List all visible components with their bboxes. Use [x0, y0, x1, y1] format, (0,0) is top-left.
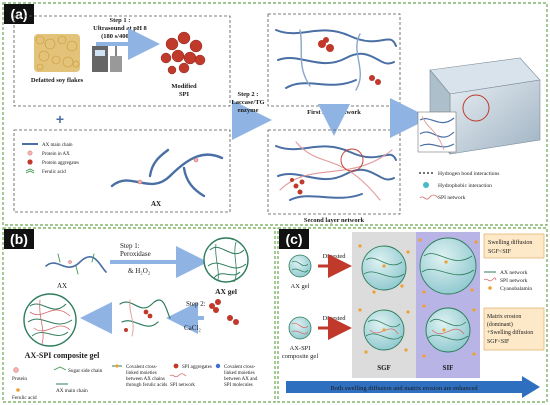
c-bottom-arrow-text: Both swelling diffusion and matrix erosi…	[330, 385, 478, 392]
b-legend-sugar: Sugar side chain	[68, 368, 103, 374]
first-layer-network-drawing	[275, 29, 397, 91]
c-note2-line1: Matrix erosion	[487, 314, 521, 320]
b-step1-title: Step 1:	[120, 242, 140, 250]
c-composite-label-2: composite gel	[282, 353, 318, 360]
panel-c-label: (c)	[285, 231, 302, 247]
c-ax-gel-sgf	[361, 245, 407, 291]
b-legend-covalent-ax-2: linked moieties	[126, 371, 157, 376]
b-ax-gel-ball	[203, 237, 249, 283]
soy-flakes-image	[34, 34, 80, 72]
first-layer-label: First layer network	[307, 109, 361, 116]
c-composite-label-1: AX-SPI	[290, 345, 311, 352]
b-legend-spi-agg: SPI aggregates	[182, 365, 212, 370]
ax-legend-3: Protein aggregates	[42, 161, 79, 166]
modified-spi-label-1: Modified	[171, 83, 197, 90]
c-composite-small	[288, 316, 312, 340]
c-cyano-dots-2	[358, 304, 476, 358]
c-legend-3: Cyanobalamin	[500, 286, 532, 292]
b-composite-label: AX-SPI composite gel	[25, 351, 100, 360]
b-composite-gel-ball	[23, 293, 77, 347]
b-legend-covalent-spi-4: SPI molecules	[224, 383, 253, 388]
step2-title: Step 2 :	[238, 91, 259, 98]
c-note1-line2: SGF<SIF	[488, 249, 512, 255]
c-cyano-dots-1	[358, 238, 478, 294]
step1-box	[13, 15, 231, 107]
c-note-swelling	[483, 233, 545, 259]
step1-method: Ultrasound at pH 8	[93, 25, 147, 32]
c-digested-2: Digested	[322, 315, 346, 322]
gel-block-image	[417, 57, 541, 155]
ax-label: AX	[151, 200, 161, 208]
panel-a-label: (a)	[10, 6, 27, 22]
c-legend: AX network SPI network Cyanobalamin	[483, 270, 532, 292]
ax-legend-1: AX main chain	[42, 143, 73, 148]
b-ax-gel-label: AX gel	[215, 287, 237, 296]
soy-flakes-label: Defatted soy flakes	[31, 77, 84, 84]
interaction-legend-2: Hydrophobic interaction	[438, 183, 492, 189]
c-legend-1: AX network	[500, 270, 528, 276]
b-legend-spi-net: SPI network	[170, 383, 195, 388]
b-legend-covalent-spi-3: between AX and	[224, 377, 258, 382]
step2-enzyme-2: enzyme	[238, 107, 259, 114]
c-digested-1: Digested	[322, 253, 346, 260]
c-sif-label: SIF	[443, 364, 454, 372]
ax-chain-drawing	[110, 148, 224, 198]
second-layer-box	[267, 129, 401, 215]
b-step1-reagent: & H₂O₂	[128, 267, 151, 275]
ax-legend-4: Ferulic acid	[42, 170, 66, 175]
ax-legend: AX main chain Protein in AX Protein aggr…	[22, 143, 79, 175]
b-legend-protein: Protein	[12, 376, 27, 382]
second-layer-label: Second layer network	[304, 217, 365, 224]
b-ax-chain-drawing	[45, 253, 107, 275]
b-ax-label: AX	[57, 282, 67, 290]
step2-enzyme: Laccase/TG	[231, 99, 264, 106]
modified-spi-cluster	[160, 31, 206, 75]
c-note1-line1: Swelling diffusion	[488, 239, 532, 246]
panel-b-label-bg	[4, 229, 34, 249]
c-sgf-label: SGF	[377, 364, 391, 372]
c-ax-gel-sif	[419, 237, 477, 295]
c-ax-gel-small	[288, 254, 312, 278]
c-bottom-arrow	[286, 376, 540, 398]
plus-sign: +	[56, 111, 64, 127]
step1-params: (180 s/400 W)	[101, 33, 139, 40]
b-step1-enzyme: Peroxidase	[120, 250, 151, 258]
panel-c-label-bg	[279, 229, 309, 249]
b-step2-reagent: CaCl₂	[184, 324, 201, 332]
c-legend-2: SPI network	[500, 278, 528, 284]
b-legend-covalent-spi-1: Covalent cross-	[224, 365, 256, 370]
c-composite-sif	[425, 307, 471, 353]
ax-box	[13, 129, 231, 213]
c-note2-line3: +Swelling diffusion	[487, 329, 533, 336]
b-legend-ax-main: AX main chain	[56, 388, 88, 394]
modified-spi-label-2: SPI	[179, 91, 190, 98]
ax-legend-2: Protein in AX	[42, 152, 70, 157]
panel-b-label: (b)	[10, 231, 28, 247]
interaction-legend: Hydrogen bond interactions Hydrophobic i…	[419, 171, 499, 201]
second-layer-network-drawing	[275, 141, 397, 201]
b-intermediate-network	[119, 299, 171, 337]
b-legend-covalent-ax-3: between AX chains	[126, 377, 165, 382]
b-legend-covalent-spi-2: linked moieties	[224, 371, 255, 376]
b-spi-aggregates	[209, 299, 239, 325]
b-legend-covalent-ax-4: through ferulic acids	[126, 383, 167, 388]
b-legend: Protein Sugar side chain Covalent cross-…	[12, 363, 258, 401]
ultrasound-device-image	[92, 46, 122, 72]
c-note2-line2: (dominant)	[487, 321, 513, 328]
c-ax-gel-label: AX gel	[291, 283, 310, 290]
step1-title: Step 1 :	[110, 17, 131, 24]
b-legend-covalent-ax-1: Covalent cross-	[126, 365, 158, 370]
interaction-legend-3: SPI network	[438, 195, 466, 201]
c-note-erosion	[483, 307, 545, 351]
panel-a-label-bg	[4, 4, 34, 24]
c-note2-line4: SGF<SIF	[487, 339, 510, 345]
b-step2-title: Step 2:	[186, 300, 206, 308]
b-legend-ferulic: Ferulic acid	[12, 395, 37, 401]
interaction-legend-1: Hydrogen bond interactions	[438, 171, 499, 177]
